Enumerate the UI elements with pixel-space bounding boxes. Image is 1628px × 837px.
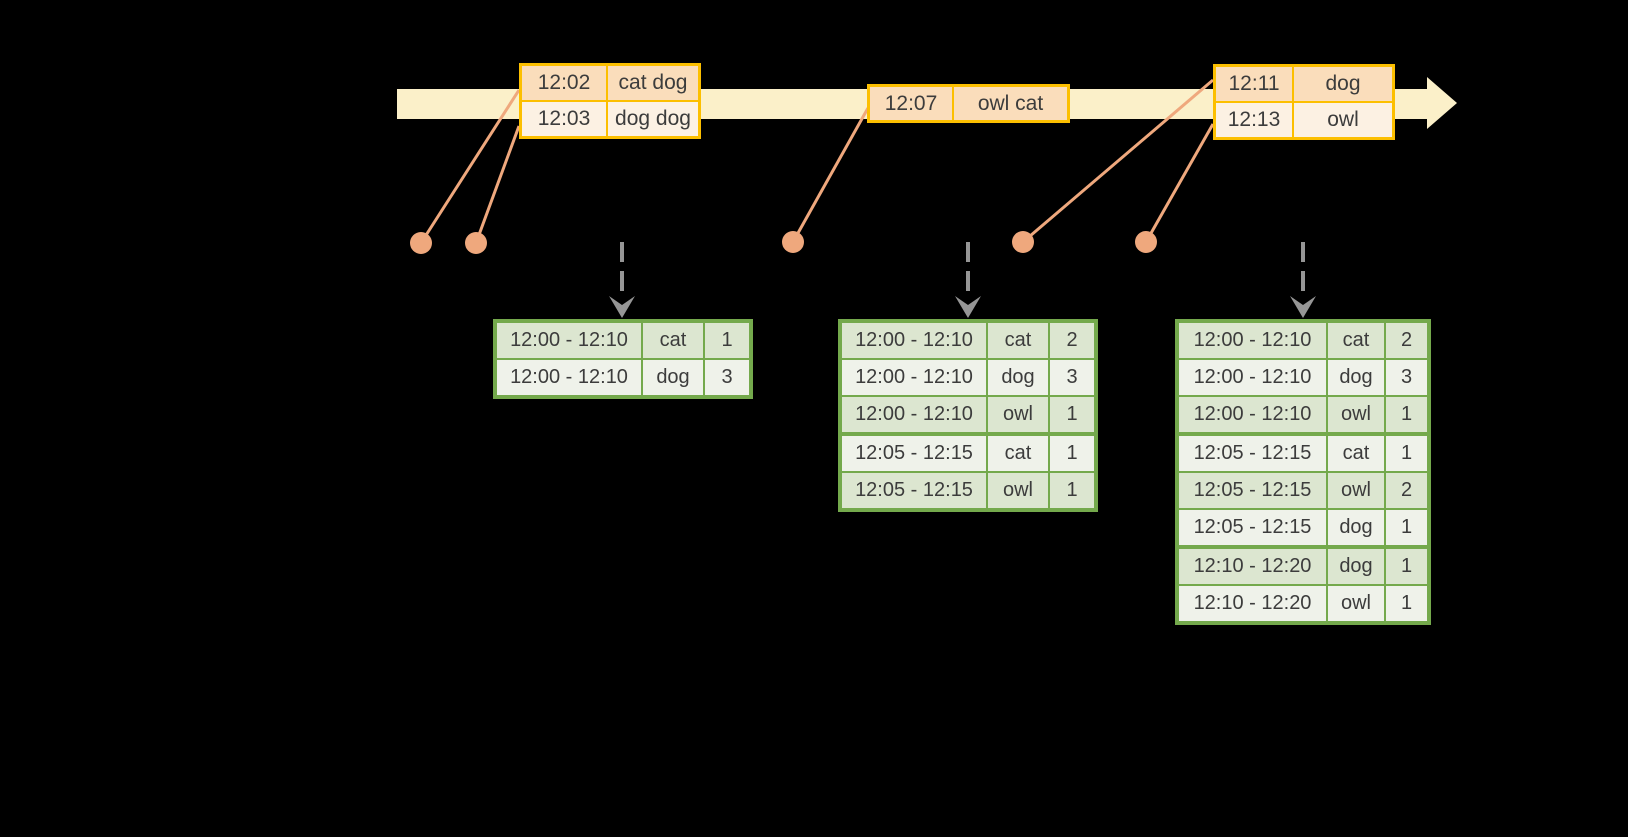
window-cell: 12:05 - 12:15 bbox=[1179, 510, 1326, 545]
result-table-3: 12:00 - 12:10 cat 2 12:00 - 12:10 dog 3 … bbox=[1175, 319, 1431, 625]
table-row: 12:00 - 12:10 dog 3 bbox=[497, 360, 749, 395]
window-cell: 12:10 - 12:20 bbox=[1179, 549, 1326, 584]
table-row: 12:11 dog bbox=[1216, 67, 1392, 101]
word-cell: owl bbox=[1328, 586, 1384, 621]
connector-line-2 bbox=[474, 125, 521, 244]
timeline-arrowhead-icon bbox=[1427, 77, 1457, 129]
word-cell: cat bbox=[643, 323, 703, 358]
count-cell: 1 bbox=[1050, 436, 1094, 471]
table-row: 12:05 - 12:15 owl 1 bbox=[842, 473, 1094, 508]
words-cell: owl cat bbox=[954, 87, 1067, 120]
count-cell: 1 bbox=[1386, 549, 1427, 584]
word-cell: dog bbox=[1328, 549, 1384, 584]
word-cell: owl bbox=[988, 397, 1048, 432]
word-cell: dog bbox=[1328, 360, 1384, 395]
window-cell: 12:00 - 12:10 bbox=[842, 360, 986, 395]
words-cell: cat dog bbox=[608, 66, 698, 100]
count-cell: 2 bbox=[1386, 323, 1427, 358]
count-cell: 3 bbox=[1386, 360, 1427, 395]
result-table-2: 12:00 - 12:10 cat 2 12:00 - 12:10 dog 3 … bbox=[838, 319, 1098, 512]
table-row: 12:00 - 12:10 cat 2 bbox=[1179, 323, 1427, 358]
result-table-1: 12:00 - 12:10 cat 1 12:00 - 12:10 dog 3 bbox=[493, 319, 753, 399]
word-cell: cat bbox=[988, 323, 1048, 358]
trigger-arrow-icon-2 bbox=[955, 242, 981, 318]
event-dot-4 bbox=[1012, 231, 1034, 253]
window-cell: 12:00 - 12:10 bbox=[1179, 323, 1326, 358]
trigger-arrow-icon-3 bbox=[1290, 242, 1316, 318]
table-row: 12:00 - 12:10 owl 1 bbox=[842, 397, 1094, 432]
window-cell: 12:00 - 12:10 bbox=[497, 323, 641, 358]
table-row: 12:05 - 12:15 cat 1 bbox=[1179, 436, 1427, 471]
window-cell: 12:00 - 12:10 bbox=[842, 397, 986, 432]
count-cell: 1 bbox=[1386, 586, 1427, 621]
window-cell: 12:00 - 12:10 bbox=[1179, 360, 1326, 395]
connector-line-5 bbox=[1144, 123, 1215, 243]
word-cell: dog bbox=[643, 360, 703, 395]
window-cell: 12:05 - 12:15 bbox=[842, 473, 986, 508]
count-cell: 2 bbox=[1386, 473, 1427, 508]
count-cell: 1 bbox=[1386, 436, 1427, 471]
time-cell: 12:07 bbox=[870, 87, 952, 120]
window-cell: 12:00 - 12:10 bbox=[1179, 397, 1326, 432]
count-cell: 1 bbox=[1386, 397, 1427, 432]
word-cell: owl bbox=[1328, 473, 1384, 508]
count-cell: 1 bbox=[1050, 397, 1094, 432]
table-row: 12:13 owl bbox=[1216, 103, 1392, 137]
input-table-1: 12:02 cat dog 12:03 dog dog bbox=[519, 63, 701, 139]
event-dot-1 bbox=[410, 232, 432, 254]
table-row: 12:05 - 12:15 owl 2 bbox=[1179, 473, 1427, 508]
count-cell: 1 bbox=[1050, 473, 1094, 508]
table-row: 12:07 owl cat bbox=[870, 87, 1067, 120]
table-row: 12:00 - 12:10 dog 3 bbox=[1179, 360, 1427, 395]
input-table-2: 12:07 owl cat bbox=[867, 84, 1070, 123]
table-row: 12:00 - 12:10 dog 3 bbox=[842, 360, 1094, 395]
count-cell: 3 bbox=[705, 360, 749, 395]
event-dot-2 bbox=[465, 232, 487, 254]
window-cell: 12:05 - 12:15 bbox=[1179, 436, 1326, 471]
window-cell: 12:10 - 12:20 bbox=[1179, 586, 1326, 621]
connector-line-1 bbox=[419, 89, 521, 244]
table-row: 12:03 dog dog bbox=[522, 102, 698, 136]
time-cell: 12:02 bbox=[522, 66, 606, 100]
word-cell: owl bbox=[1328, 397, 1384, 432]
word-cell: cat bbox=[1328, 323, 1384, 358]
table-row: 12:05 - 12:15 cat 1 bbox=[842, 436, 1094, 471]
time-cell: 12:13 bbox=[1216, 103, 1292, 137]
words-cell: owl bbox=[1294, 103, 1392, 137]
connector-line-3 bbox=[791, 107, 870, 243]
word-cell: cat bbox=[988, 436, 1048, 471]
connector-line-4 bbox=[1022, 78, 1214, 244]
trigger-arrow-icon-1 bbox=[609, 242, 635, 318]
words-cell: dog bbox=[1294, 67, 1392, 101]
window-cell: 12:00 - 12:10 bbox=[842, 323, 986, 358]
table-row: 12:05 - 12:15 dog 1 bbox=[1179, 510, 1427, 545]
words-cell: dog dog bbox=[608, 102, 698, 136]
count-cell: 3 bbox=[1050, 360, 1094, 395]
word-cell: cat bbox=[1328, 436, 1384, 471]
count-cell: 1 bbox=[705, 323, 749, 358]
input-table-3: 12:11 dog 12:13 owl bbox=[1213, 64, 1395, 140]
word-cell: dog bbox=[1328, 510, 1384, 545]
time-cell: 12:11 bbox=[1216, 67, 1292, 101]
event-dot-5 bbox=[1135, 231, 1157, 253]
word-cell: owl bbox=[988, 473, 1048, 508]
word-cell: dog bbox=[988, 360, 1048, 395]
time-cell: 12:03 bbox=[522, 102, 606, 136]
table-row: 12:02 cat dog bbox=[522, 66, 698, 100]
table-row: 12:10 - 12:20 owl 1 bbox=[1179, 586, 1427, 621]
count-cell: 1 bbox=[1386, 510, 1427, 545]
table-row: 12:00 - 12:10 owl 1 bbox=[1179, 397, 1427, 432]
table-row: 12:00 - 12:10 cat 2 bbox=[842, 323, 1094, 358]
table-row: 12:10 - 12:20 dog 1 bbox=[1179, 549, 1427, 584]
count-cell: 2 bbox=[1050, 323, 1094, 358]
table-row: 12:00 - 12:10 cat 1 bbox=[497, 323, 749, 358]
window-cell: 12:05 - 12:15 bbox=[842, 436, 986, 471]
event-dot-3 bbox=[782, 231, 804, 253]
window-cell: 12:00 - 12:10 bbox=[497, 360, 641, 395]
window-cell: 12:05 - 12:15 bbox=[1179, 473, 1326, 508]
